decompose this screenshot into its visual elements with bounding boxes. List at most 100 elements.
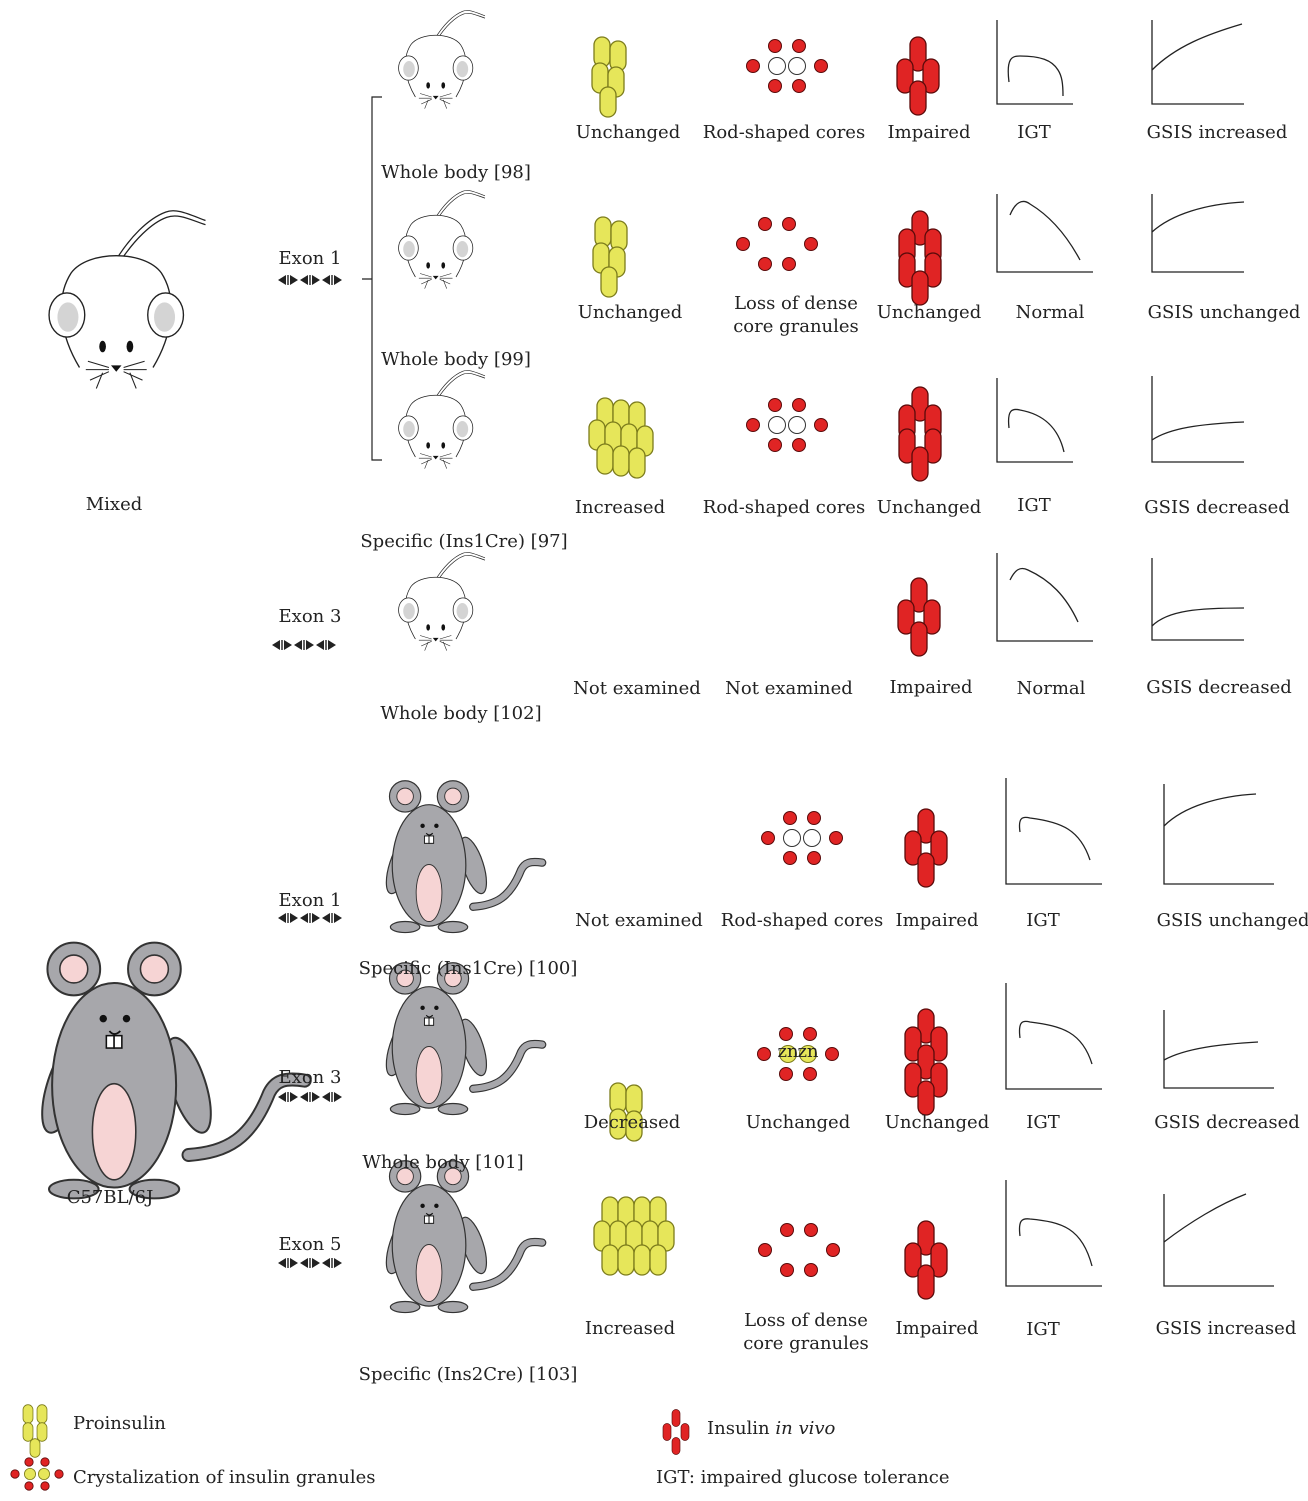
legend-proinsulin-icon [37,1405,47,1424]
mouse-grey [381,963,542,1115]
gsis-result: GSIS decreased [1144,497,1290,518]
curve [1152,422,1244,440]
zn-label: zn [797,1041,818,1062]
model-label: Whole body [101] [362,1152,523,1173]
insulin-result: Impaired [888,122,971,143]
model-label: Whole body [99] [381,349,531,370]
model-label: Whole body [102] [380,703,541,724]
mouse-white [399,370,485,468]
granule-result: Unchanged [746,1112,850,1133]
insulin-result: Impaired [890,677,973,698]
curve [1010,568,1078,622]
curve-panel [1152,194,1244,272]
insulin-cluster [905,1221,947,1299]
curve [1152,608,1244,626]
curve [1019,817,1090,860]
insulin-cluster [898,578,940,656]
granule-result: Not examined [725,678,853,699]
glucose-result: IGT [1017,122,1051,143]
curve-panel [997,378,1073,462]
gsis-result: GSIS unchanged [1148,302,1301,323]
legend-insulin-text: Insulin [707,1418,775,1439]
legend-proinsulin-icon [37,1423,47,1442]
legend-crystal-core [24,1468,35,1479]
insulin-cluster [897,37,939,115]
strain-label-c57: C57BL/6J [67,1187,154,1208]
mouse-grey [381,1161,542,1313]
exon-label: Exon 5 [279,1234,342,1255]
granule-result-line2: core granules [743,1333,869,1354]
curve-panel [1164,784,1274,884]
legend-crystal-core [38,1468,49,1479]
gsis-result: GSIS decreased [1154,1112,1300,1133]
insulin-result: Impaired [896,910,979,931]
proinsulin-result: Increased [585,1318,675,1339]
legend-crystal-dot [41,1458,49,1466]
curve [1152,202,1244,232]
zn-label: zn [777,1041,798,1062]
strain-label-mixed: Mixed [86,494,143,515]
curve [1164,1194,1246,1242]
legend-insulin-icon [663,1424,671,1441]
curve-panel [1152,558,1244,640]
granule-rosette [759,1224,840,1277]
glucose-result: Normal [1017,678,1086,699]
curve [1009,409,1064,452]
proinsulin-result: Not examined [575,910,703,931]
mouse-white [399,190,485,288]
curve [1008,56,1063,96]
glucose-result: IGT [1017,495,1051,516]
exon-label: Exon 1 [279,248,342,269]
granule-result: Rod-shaped cores [703,122,865,143]
granule-result: Rod-shaped cores [703,497,865,518]
glucose-result: Normal [1016,302,1085,323]
dna-icon [278,913,342,923]
granule-result: Rod-shaped cores [721,910,883,931]
legend-insulin-icon [672,1438,680,1455]
gsis-result: GSIS decreased [1146,677,1292,698]
proinsulin-result: Decreased [584,1112,681,1133]
insulin-result: Unchanged [885,1112,989,1133]
curve-panel [1006,1180,1102,1286]
granule-result-line2: core granules [733,316,859,337]
curve [1152,24,1242,70]
legend-insulin-italic: in vivo [775,1418,835,1439]
legend-insulin-icon [681,1424,689,1441]
legend-insulin-label: Insulin in vivo [707,1418,836,1439]
legend-crystal-dot [41,1482,49,1490]
granule-rosette [747,40,828,93]
exon-label: Exon 3 [279,606,342,627]
exon-label: Exon 1 [279,890,342,911]
legend-proinsulin-label: Proinsulin [73,1413,166,1434]
curve [1010,201,1080,260]
legend-crystal-dot [11,1470,19,1478]
proinsulin-cluster [589,398,653,478]
legend-proinsulin-icon [23,1405,33,1424]
insulin-cluster [905,1009,947,1115]
glucose-result: IGT [1026,1112,1060,1133]
grouping-bracket [362,97,382,460]
insulin-cluster [899,211,941,305]
model-label: Specific (Ins1Cre) [97] [360,531,567,552]
model-label: Specific (Ins2Cre) [103] [359,1364,578,1385]
granule-rosette [737,218,818,271]
mouse-mixed-large [49,211,205,389]
insulin-result: Impaired [896,1318,979,1339]
legend-insulin-icon [672,1410,680,1427]
curve-panel [997,194,1093,272]
proinsulin-result: Not examined [573,678,701,699]
curve-panel [1006,983,1102,1089]
dna-icon [278,1258,342,1268]
granule-rosette [762,812,843,865]
granule-result: Loss of dense [734,293,858,314]
glucose-result: IGT [1026,910,1060,931]
insulin-result: Unchanged [877,302,981,323]
curve-panel [1006,778,1102,884]
legend-crystal-label: Crystalization of insulin granules [73,1467,376,1488]
mouse-white [399,552,485,650]
proinsulin-result: Increased [575,497,665,518]
proinsulin-cluster [593,217,627,297]
exon-label: Exon 3 [279,1067,342,1088]
insulin-cluster [899,387,941,481]
insulin-result: Unchanged [877,497,981,518]
